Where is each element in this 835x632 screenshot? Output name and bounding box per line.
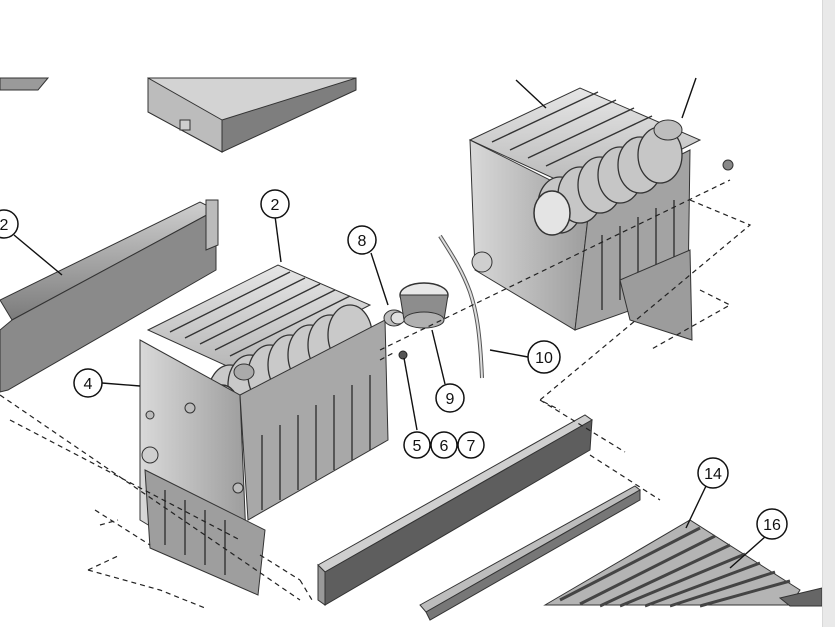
callout-8: 8: [347, 225, 377, 255]
svg-text:9: 9: [446, 391, 455, 408]
svg-text:5: 5: [413, 438, 422, 455]
callout-4: 4: [73, 368, 103, 398]
main-block: [139, 264, 389, 596]
top-cover-box: [147, 77, 357, 153]
screw-part: [398, 350, 408, 360]
svg-text:7: 7: [467, 438, 476, 455]
callout-2-block: 2: [260, 189, 290, 219]
svg-text:2: 2: [0, 217, 9, 234]
svg-text:4: 4: [84, 376, 93, 393]
left-side-rail: [0, 199, 219, 393]
svg-text:6: 6: [440, 438, 449, 455]
callout-10: 10: [527, 340, 561, 374]
burner-grid: [543, 519, 823, 608]
bent-tube: [438, 234, 484, 379]
nipple-part: [383, 309, 406, 327]
top-left-tray: [0, 77, 50, 91]
scrollbar-track[interactable]: [822, 0, 835, 627]
callout-7: 7: [457, 431, 485, 459]
callout-14: 14: [697, 457, 729, 489]
callout-9: 9: [435, 383, 465, 413]
callout-2-left: 2: [0, 209, 19, 239]
svg-text:2: 2: [271, 197, 280, 214]
bottom-thin-rail: [419, 485, 641, 621]
callout-6: 6: [430, 431, 458, 459]
callout-16: 16: [756, 508, 788, 540]
svg-text:16: 16: [763, 517, 781, 534]
svg-text:14: 14: [704, 466, 722, 483]
assembly-dashed-lines: [0, 179, 752, 609]
leader-lines: [13, 77, 767, 569]
svg-text:10: 10: [535, 350, 553, 367]
rear-block: [468, 87, 734, 341]
front-lower-rail: [317, 414, 593, 606]
callout-5: 5: [403, 431, 431, 459]
sleeve-ring: [399, 282, 449, 329]
svg-text:8: 8: [358, 233, 367, 250]
